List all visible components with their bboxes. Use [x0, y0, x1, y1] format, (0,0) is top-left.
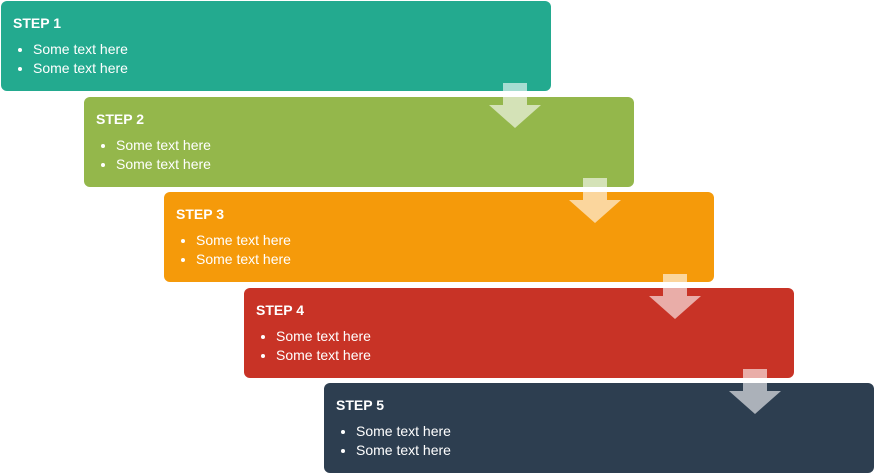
step-title: STEP 4 — [256, 302, 304, 318]
step-item: Some text here — [33, 59, 539, 78]
arrow-down-icon — [569, 178, 621, 223]
step-box-3: STEP 3 Some text here Some text here — [164, 192, 714, 282]
step-title: STEP 3 — [176, 206, 224, 222]
step-list: Some text here Some text here — [336, 422, 862, 460]
step-item: Some text here — [276, 346, 782, 365]
step-box-4: STEP 4 Some text here Some text here — [244, 288, 794, 378]
step-item: Some text here — [276, 327, 782, 346]
step-title: STEP 5 — [336, 397, 384, 413]
step-list: Some text here Some text here — [176, 231, 702, 269]
step-item: Some text here — [116, 155, 622, 174]
step-item: Some text here — [33, 40, 539, 59]
step-item: Some text here — [196, 250, 702, 269]
step-list: Some text here Some text here — [96, 136, 622, 174]
step-list: Some text here Some text here — [256, 327, 782, 365]
arrow-down-icon — [729, 369, 781, 414]
arrow-down-icon — [489, 83, 541, 128]
step-title: STEP 1 — [13, 15, 61, 31]
step-item: Some text here — [356, 422, 862, 441]
step-box-5: STEP 5 Some text here Some text here — [324, 383, 874, 473]
step-box-1: STEP 1 Some text here Some text here — [1, 1, 551, 91]
step-title: STEP 2 — [96, 111, 144, 127]
step-item: Some text here — [196, 231, 702, 250]
step-box-2: STEP 2 Some text here Some text here — [84, 97, 634, 187]
arrow-down-icon — [649, 274, 701, 319]
step-item: Some text here — [116, 136, 622, 155]
step-item: Some text here — [356, 441, 862, 460]
step-list: Some text here Some text here — [13, 40, 539, 78]
